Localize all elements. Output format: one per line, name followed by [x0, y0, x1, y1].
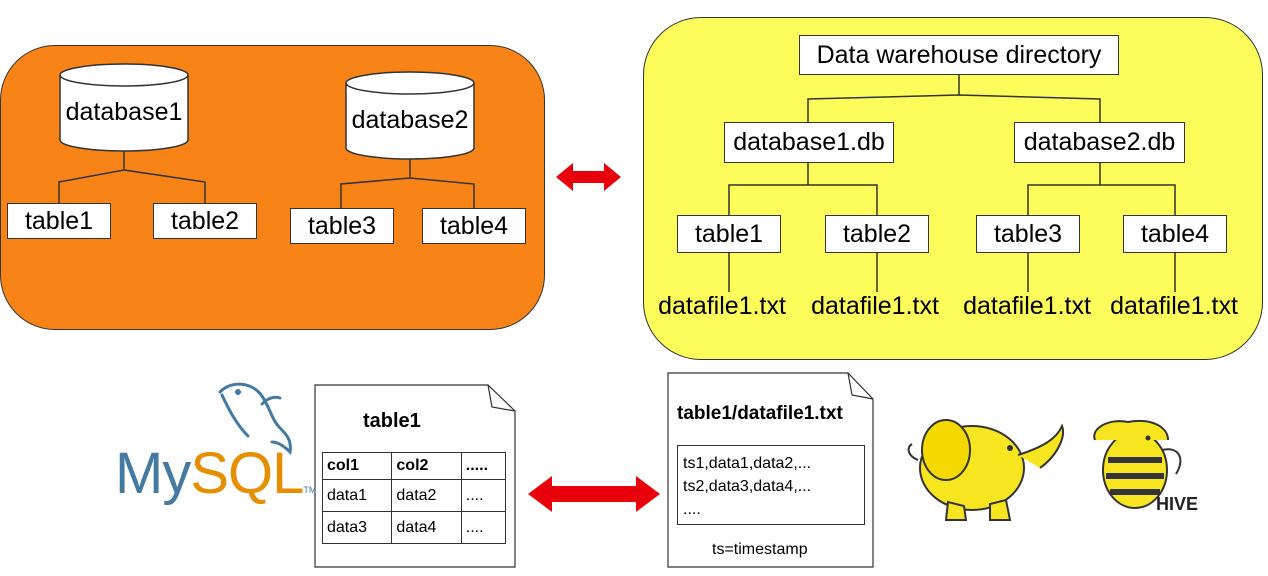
- mysql-table2-box: table2: [153, 203, 257, 239]
- warehouse-root-box: Data warehouse directory: [799, 35, 1119, 75]
- table-row: data1 data2 ....: [321, 479, 507, 512]
- file-contents-box: ts1,data1,data2,... ts2,data3,data4,... …: [677, 445, 865, 525]
- table-header-cell: col2: [391, 452, 462, 480]
- file-line: ....: [683, 501, 701, 518]
- database2-label: database2: [351, 106, 469, 134]
- table-cell: data2: [391, 479, 462, 512]
- mysql-tree-lines: [58, 151, 475, 208]
- hive-logo-icon: [1093, 420, 1182, 509]
- mysql-logo: MySQLTM: [115, 440, 316, 507]
- database1-db-box: database1.db: [724, 122, 894, 163]
- datafile-label-2: datafile1.txt: [811, 292, 939, 320]
- mysql-dolphin-icon: [218, 382, 292, 456]
- mysql-logo-tm: TM: [303, 485, 317, 495]
- table-header-row: col1 col2 .....: [321, 452, 507, 480]
- database2-db-box: database2.db: [1014, 122, 1185, 163]
- top-double-arrow: [556, 163, 621, 191]
- table-doc-title: table1: [363, 410, 421, 432]
- database1-label: database1: [65, 98, 183, 126]
- datafile-label-3: datafile1.txt: [963, 292, 1091, 320]
- table-cell: data4: [391, 511, 462, 544]
- timestamp-note: ts=timestamp: [712, 541, 808, 558]
- database1-cylinder: [59, 63, 189, 152]
- table-doc-grid: col1 col2 ..... data1 data2 .... data3 d…: [321, 452, 507, 544]
- file-doc-title: table1/datafile1.txt: [677, 403, 843, 424]
- database2-cylinder: [345, 71, 475, 160]
- mysql-logo-my: My: [115, 441, 191, 506]
- table-header-cell: .....: [460, 452, 507, 480]
- warehouse-table1-box: table1: [677, 215, 781, 253]
- table-cell: data1: [321, 479, 393, 512]
- datafile-label-4: datafile1.txt: [1110, 292, 1238, 320]
- table-cell: ....: [460, 479, 507, 512]
- mysql-table3-box: table3: [290, 208, 394, 244]
- file-line: ts2,data3,data4,...: [683, 478, 812, 495]
- hive-logo-text: HIVE: [1156, 494, 1199, 514]
- hadoop-elephant-icon: [907, 419, 1064, 521]
- warehouse-tree-lines: [728, 75, 1176, 292]
- warehouse-table4-box: table4: [1123, 215, 1227, 253]
- bottom-double-arrow: [528, 476, 660, 512]
- table-cell: ....: [460, 511, 507, 544]
- table-row: data3 data4 ....: [321, 511, 507, 544]
- warehouse-table3-box: table3: [976, 215, 1080, 253]
- warehouse-table2-box: table2: [825, 215, 929, 253]
- table-cell: data3: [321, 511, 393, 544]
- table-header-cell: col1: [321, 452, 393, 480]
- mysql-table4-box: table4: [422, 208, 526, 244]
- datafile-label-1: datafile1.txt: [658, 292, 786, 320]
- mysql-table1-box: table1: [7, 203, 111, 239]
- mysql-logo-sql: SQL: [190, 441, 304, 506]
- file-line: ts1,data1,data2,...: [683, 455, 812, 472]
